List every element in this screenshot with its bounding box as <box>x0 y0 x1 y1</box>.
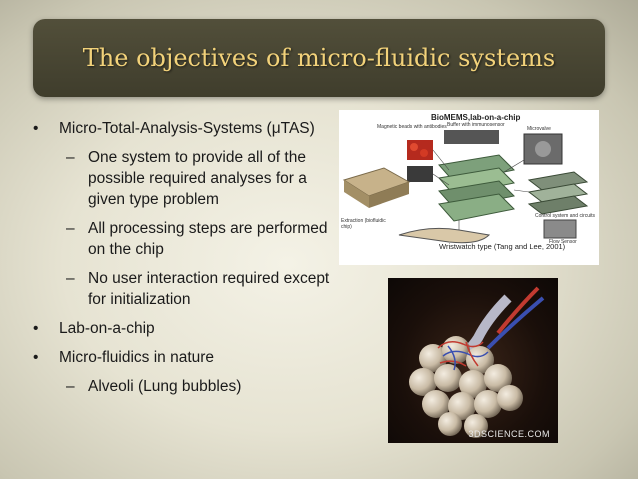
control-circuit <box>527 171 589 215</box>
buffer-photo <box>407 166 433 182</box>
bullet-list: Micro-Total-Analysis-Systems (μTAS) One … <box>33 118 343 405</box>
label-extraction: Extraction (biofluidic chip) <box>341 218 386 230</box>
watermark: 3DSCIENCE.COM <box>468 429 550 439</box>
sub-bullet-item: Alveoli (Lung bubbles) <box>33 376 343 397</box>
title-bar: The objectives of micro-fluidic systems <box>33 19 605 97</box>
label-control: Control system and circuits <box>535 213 596 219</box>
layered-chip <box>438 154 516 222</box>
label-flow: Flow Sensor <box>549 239 577 245</box>
label-buffer: Buffer with immunosensor <box>447 122 505 128</box>
slide-title: The objectives of micro-fluidic systems <box>82 44 556 72</box>
alveoli-illustration <box>409 286 545 438</box>
capillary-network <box>437 341 489 371</box>
bullet-item: Micro-fluidics in nature <box>33 347 343 368</box>
label-magnetic: Magnetic beads with antibodies <box>377 124 447 130</box>
figure-caption: Wristwatch type (Tang and Lee, 2001) <box>439 242 566 251</box>
biomems-figure: BioMEMS,lab-on-a-chip Magnetic beads w <box>339 110 599 265</box>
bullet-item: Micro-Total-Analysis-Systems (μTAS) <box>33 118 343 139</box>
label-microvalve: Microvalve <box>527 126 551 132</box>
sub-bullet-item: No user interaction required except for … <box>33 268 343 310</box>
figure-title: BioMEMS,lab-on-a-chip <box>431 113 521 122</box>
alveoli-image: 3DSCIENCE.COM <box>388 278 558 443</box>
wrist-watch <box>398 227 491 244</box>
alveoli-cluster <box>409 336 523 438</box>
sub-bullet-item: All processing steps are performed on th… <box>33 218 343 260</box>
buffer-strip <box>444 130 499 144</box>
bullet-item: Lab-on-a-chip <box>33 318 343 339</box>
magnetic-beads-photo <box>407 140 433 160</box>
flow-sensor-photo <box>543 219 577 239</box>
sub-bullet-item: One system to provide all of the possibl… <box>33 147 343 210</box>
biomems-diagram <box>342 130 589 244</box>
